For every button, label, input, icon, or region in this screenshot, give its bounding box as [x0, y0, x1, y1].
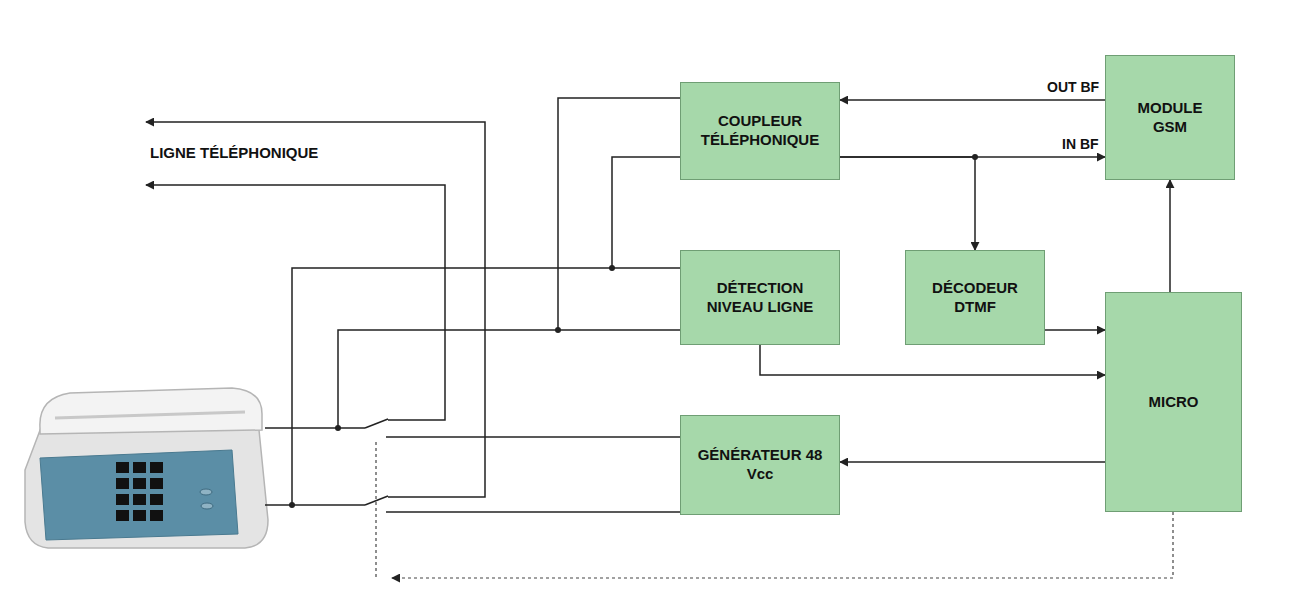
wire: [265, 504, 365, 506]
junction-dot: [609, 265, 615, 271]
process-box: DÉTECTION NIVEAU LIGNE: [680, 250, 840, 345]
process-box: COUPLEUR TÉLÉPHONIQUE: [680, 82, 840, 180]
wire: [386, 436, 680, 438]
relay-blade: [365, 419, 388, 428]
signal-connector: [840, 461, 1105, 463]
process-box: MICRO: [1105, 292, 1242, 512]
wire: [338, 330, 680, 428]
junction-dot: [555, 327, 561, 333]
connector-dots: [972, 154, 978, 160]
key: [150, 494, 163, 505]
key: [116, 478, 129, 489]
relay-link: [375, 442, 376, 578]
line-label: LIGNE TÉLÉPHONIQUE: [150, 144, 318, 162]
signal-connector: [840, 157, 975, 250]
box-label: DÉTECTION NIVEAU LIGNE: [695, 279, 825, 317]
phone-handset: [40, 388, 262, 434]
signal-connector: [840, 99, 1105, 101]
telephone-illustration: [25, 388, 268, 548]
wire: [558, 98, 680, 330]
box-label: COUPLEUR TÉLÉPHONIQUE: [695, 112, 825, 150]
key: [133, 462, 146, 473]
process-box: DÉCODEUR DTMF: [905, 250, 1045, 345]
key: [133, 510, 146, 521]
key: [116, 462, 129, 473]
junction-dot: [972, 154, 978, 160]
process-box: MODULE GSM: [1105, 55, 1235, 180]
box-label: DÉCODEUR DTMF: [920, 279, 1030, 317]
handset-slot: [55, 412, 245, 418]
key: [116, 494, 129, 505]
wire: [292, 268, 680, 505]
key: [150, 462, 163, 473]
junction-dots: [289, 265, 615, 508]
keypad-keys: [116, 462, 163, 521]
signal-connector: [1169, 180, 1171, 292]
phone-button: [201, 503, 213, 509]
process-box: GÉNÉRATEUR 48 Vcc: [680, 415, 840, 515]
junction-dot: [335, 425, 341, 431]
box-label: MODULE GSM: [1120, 99, 1220, 137]
keypad-panel: [40, 450, 238, 540]
relay-control-line: [392, 512, 1173, 578]
phone-button: [200, 489, 212, 495]
box-label: MICRO: [1149, 393, 1199, 412]
key: [116, 510, 129, 521]
signal-name: IN BF: [1062, 136, 1099, 153]
signal-connector: [1045, 329, 1105, 331]
wires: [146, 98, 680, 512]
signal-connector: [760, 345, 1105, 375]
key: [150, 478, 163, 489]
wire: [265, 427, 365, 429]
key: [133, 478, 146, 489]
junction-dot: [289, 502, 295, 508]
line-wire: [146, 122, 485, 497]
signal-name: OUT BF: [1047, 79, 1099, 96]
key: [133, 494, 146, 505]
phone-body: [25, 420, 268, 548]
box-label: GÉNÉRATEUR 48 Vcc: [695, 446, 825, 484]
wire: [612, 157, 680, 268]
key: [150, 510, 163, 521]
line-wire: [146, 185, 445, 420]
wire: [386, 511, 680, 513]
